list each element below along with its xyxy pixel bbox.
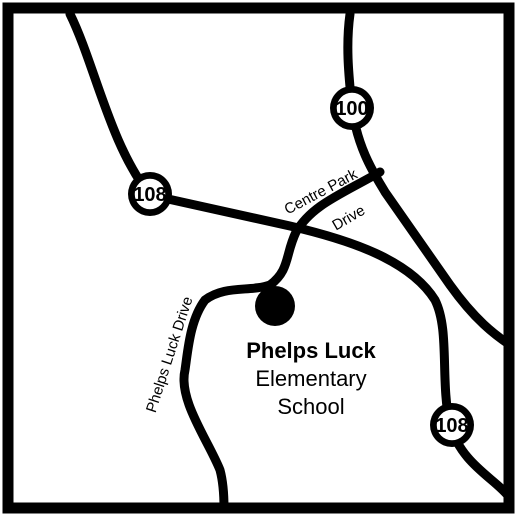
route-100-road bbox=[343, 9, 515, 350]
school-name-line2: Elementary bbox=[255, 366, 366, 391]
school-name-line1: Phelps Luck bbox=[246, 338, 376, 363]
route-108-shield-lower: 108 bbox=[430, 403, 474, 447]
route-108-label-upper: 108 bbox=[133, 184, 166, 206]
route-108-shield-upper: 108 bbox=[128, 172, 172, 216]
route-100-shield: 100 bbox=[330, 86, 374, 130]
school-marker-icon bbox=[255, 286, 295, 326]
centre-park-drive-road bbox=[179, 167, 385, 513]
route-100-label: 100 bbox=[335, 98, 368, 120]
route-108-label-lower: 108 bbox=[435, 415, 468, 437]
school-name-line3: School bbox=[277, 394, 344, 419]
